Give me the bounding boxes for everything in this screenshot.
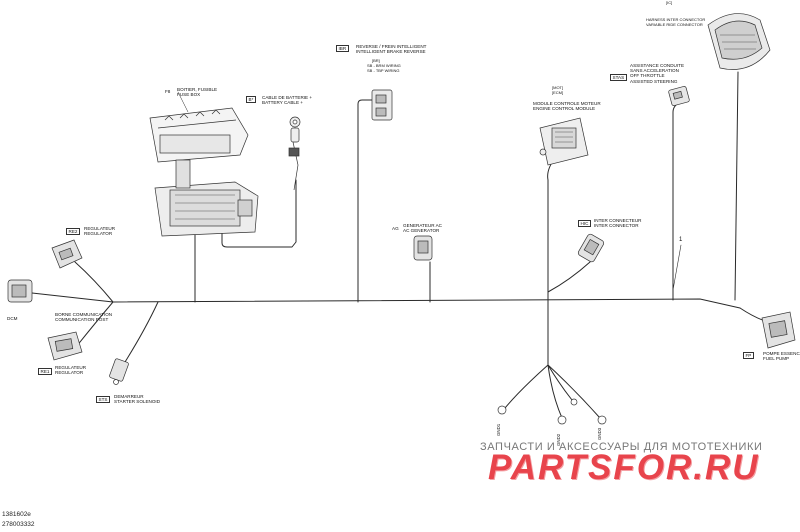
communication-post-connector-icon (7, 279, 33, 303)
regulator-1-connector-icon (47, 331, 83, 361)
battery-cable-terminal-icon (288, 116, 301, 191)
ibr-connector-icon (371, 89, 393, 121)
ground-wire-2 (547, 364, 563, 419)
ibr-label: REVERSE / FREIN INTELLIGENT INTELLIGENT … (356, 44, 427, 55)
stas-label: ASSISTANCE CONDUITE SANS ACCELERATION OF… (630, 63, 685, 84)
branch-ibr (357, 99, 373, 303)
watermark-logo: PARTSFOR.RU (488, 448, 760, 487)
reference-code-bottom: 278003332 (2, 521, 35, 528)
ground-terminals-icon (497, 398, 607, 425)
inter-connector-label: INTER CONNECTEUR INTER CONNECTOR (594, 218, 642, 229)
branch-battery-cable (221, 179, 297, 248)
ground-label-3: GND3 (597, 427, 602, 440)
ibr-wiring-label: SB - BRM WIRING SB - TBP WIRING (367, 63, 401, 73)
branch-stas (672, 99, 686, 301)
fuel-pump-connector-icon (761, 311, 796, 349)
branch-ecm (547, 157, 556, 366)
branch-interconnector-top (734, 71, 739, 301)
regulator-2-code: RE2 (66, 228, 80, 236)
harness-item-number: 1 (679, 237, 683, 243)
fuel-pump-label: POMPE ESSENCE FUEL PUMP (763, 351, 800, 362)
fuse-box-code: F8 (165, 89, 171, 94)
fuse-box-icon (149, 107, 259, 237)
starter-label: DEMARREUR STARTER SOLENOID (114, 394, 161, 405)
ecm-code: [MOT] [ECM] (552, 85, 564, 95)
branch-inter-connector (547, 261, 591, 293)
branch-starter (124, 301, 159, 363)
starter-code: STS (96, 396, 110, 404)
ecm-module-icon (539, 117, 589, 166)
regulator-2-connector-icon (51, 239, 83, 269)
branch-regulator-1 (75, 301, 114, 348)
fuse-box-label: BOITIER, FUSIBLE FUSE BOX (177, 87, 218, 98)
branch-regulator-2 (74, 261, 114, 303)
ground-wire-4 (547, 364, 573, 401)
ibr-wiring-code: [BR] (372, 58, 380, 63)
ac-generator-code: AG (392, 226, 399, 231)
harness-interconnector-icon (707, 13, 771, 70)
regulator-1-code: RE1 (38, 368, 52, 376)
fuel-pump-code: FP (743, 352, 754, 360)
ground-label-1: GND1 (496, 423, 501, 436)
interconnector-top-code: [IC] (666, 0, 673, 5)
regulator-2-label: REGULATEUR REGULATOR (84, 226, 116, 237)
comm-post-code: DCM (7, 316, 18, 321)
ibr-code: IBR (336, 45, 349, 53)
battery-cable-code: B* (246, 96, 256, 104)
comm-post-label: BORNE COMMUNICATION COMMUNICATION POST (55, 312, 113, 323)
battery-cable-label: CABLE DE BATTERIE + BATTERY CABLE + (262, 95, 313, 106)
regulator-1-label: REGULATEUR REGULATOR (55, 365, 87, 376)
ac-generator-label: GENERATEUR AC AC GENERATOR (403, 223, 442, 234)
inter-connector-code: HIC (578, 220, 591, 228)
branch-comm-post (31, 292, 114, 303)
watermark-caption: ЗАПЧАСТИ И АКСЕССУАРЫ ДЛЯ МОТОТЕХНИКИ (480, 441, 763, 453)
ground-wire-3 (547, 364, 601, 419)
ecm-label: MODULE CONTROLE MOTEUR ENGINE CONTROL MO… (533, 101, 601, 112)
reference-code-top: 1381602e (2, 511, 31, 518)
ac-generator-connector-icon (413, 235, 433, 261)
stas-connector-icon (668, 86, 690, 106)
main-harness-trunk (112, 298, 741, 309)
starter-solenoid-connector-icon (109, 358, 129, 385)
stas-code: STAS (610, 74, 627, 82)
interconnector-top-label: HARNESS INTER CONNECTOR VARIABLE RIDE CO… (646, 17, 706, 27)
inter-connector-icon (577, 233, 605, 263)
ground-wire-1 (504, 364, 549, 409)
